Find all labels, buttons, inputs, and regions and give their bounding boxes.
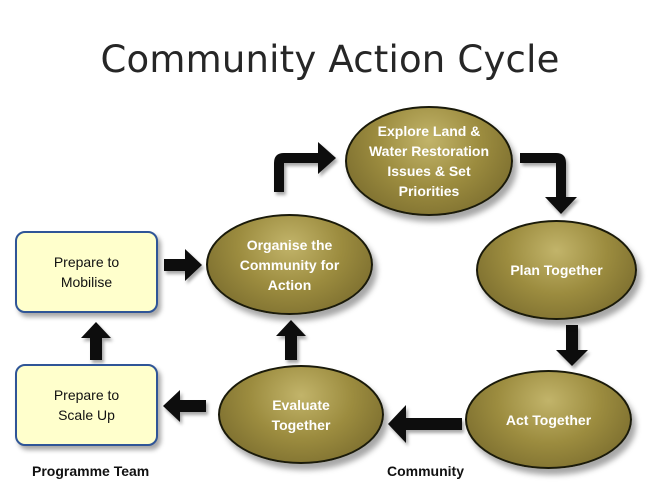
box-prepare-mobilise-label: Prepare to Mobilise [53, 254, 120, 290]
node-plan-label: Plan Together [510, 262, 603, 278]
node-act-label: Act Together [505, 411, 592, 428]
page-title: Community Action Cycle [100, 38, 560, 81]
node-organise: Organise the Community for Action [206, 214, 373, 315]
arrow-evaluate-to-organise [276, 320, 306, 360]
arrow-evaluate-to-scaleup [163, 390, 206, 422]
arrow-organise-to-explore [274, 142, 336, 192]
node-evaluate: Evaluate Together [218, 365, 384, 464]
label-community: Community [387, 463, 464, 479]
box-prepare-scale-up: Prepare to Scale Up [15, 364, 158, 446]
arrow-explore-to-plan [520, 153, 577, 214]
node-explore: Explore Land & Water Restoration Issues … [345, 106, 513, 216]
node-organise-label: Organise the Community for Action [239, 236, 340, 293]
node-plan: Plan Together [476, 220, 637, 320]
label-programme-team: Programme Team [32, 463, 150, 479]
arrow-mobilise-to-organise [164, 249, 202, 281]
node-explore-label: Explore Land & Water Restoration Issues … [368, 123, 490, 199]
box-prepare-mobilise: Prepare to Mobilise [15, 231, 158, 313]
box-prepare-scale-up-label: Prepare to Scale Up [53, 387, 120, 423]
arrow-act-to-evaluate [388, 405, 462, 443]
arrow-plan-to-act [556, 325, 588, 366]
node-act: Act Together [465, 370, 632, 469]
node-evaluate-label: Evaluate Together [271, 396, 331, 433]
arrow-scaleup-to-mobilise [81, 322, 111, 360]
